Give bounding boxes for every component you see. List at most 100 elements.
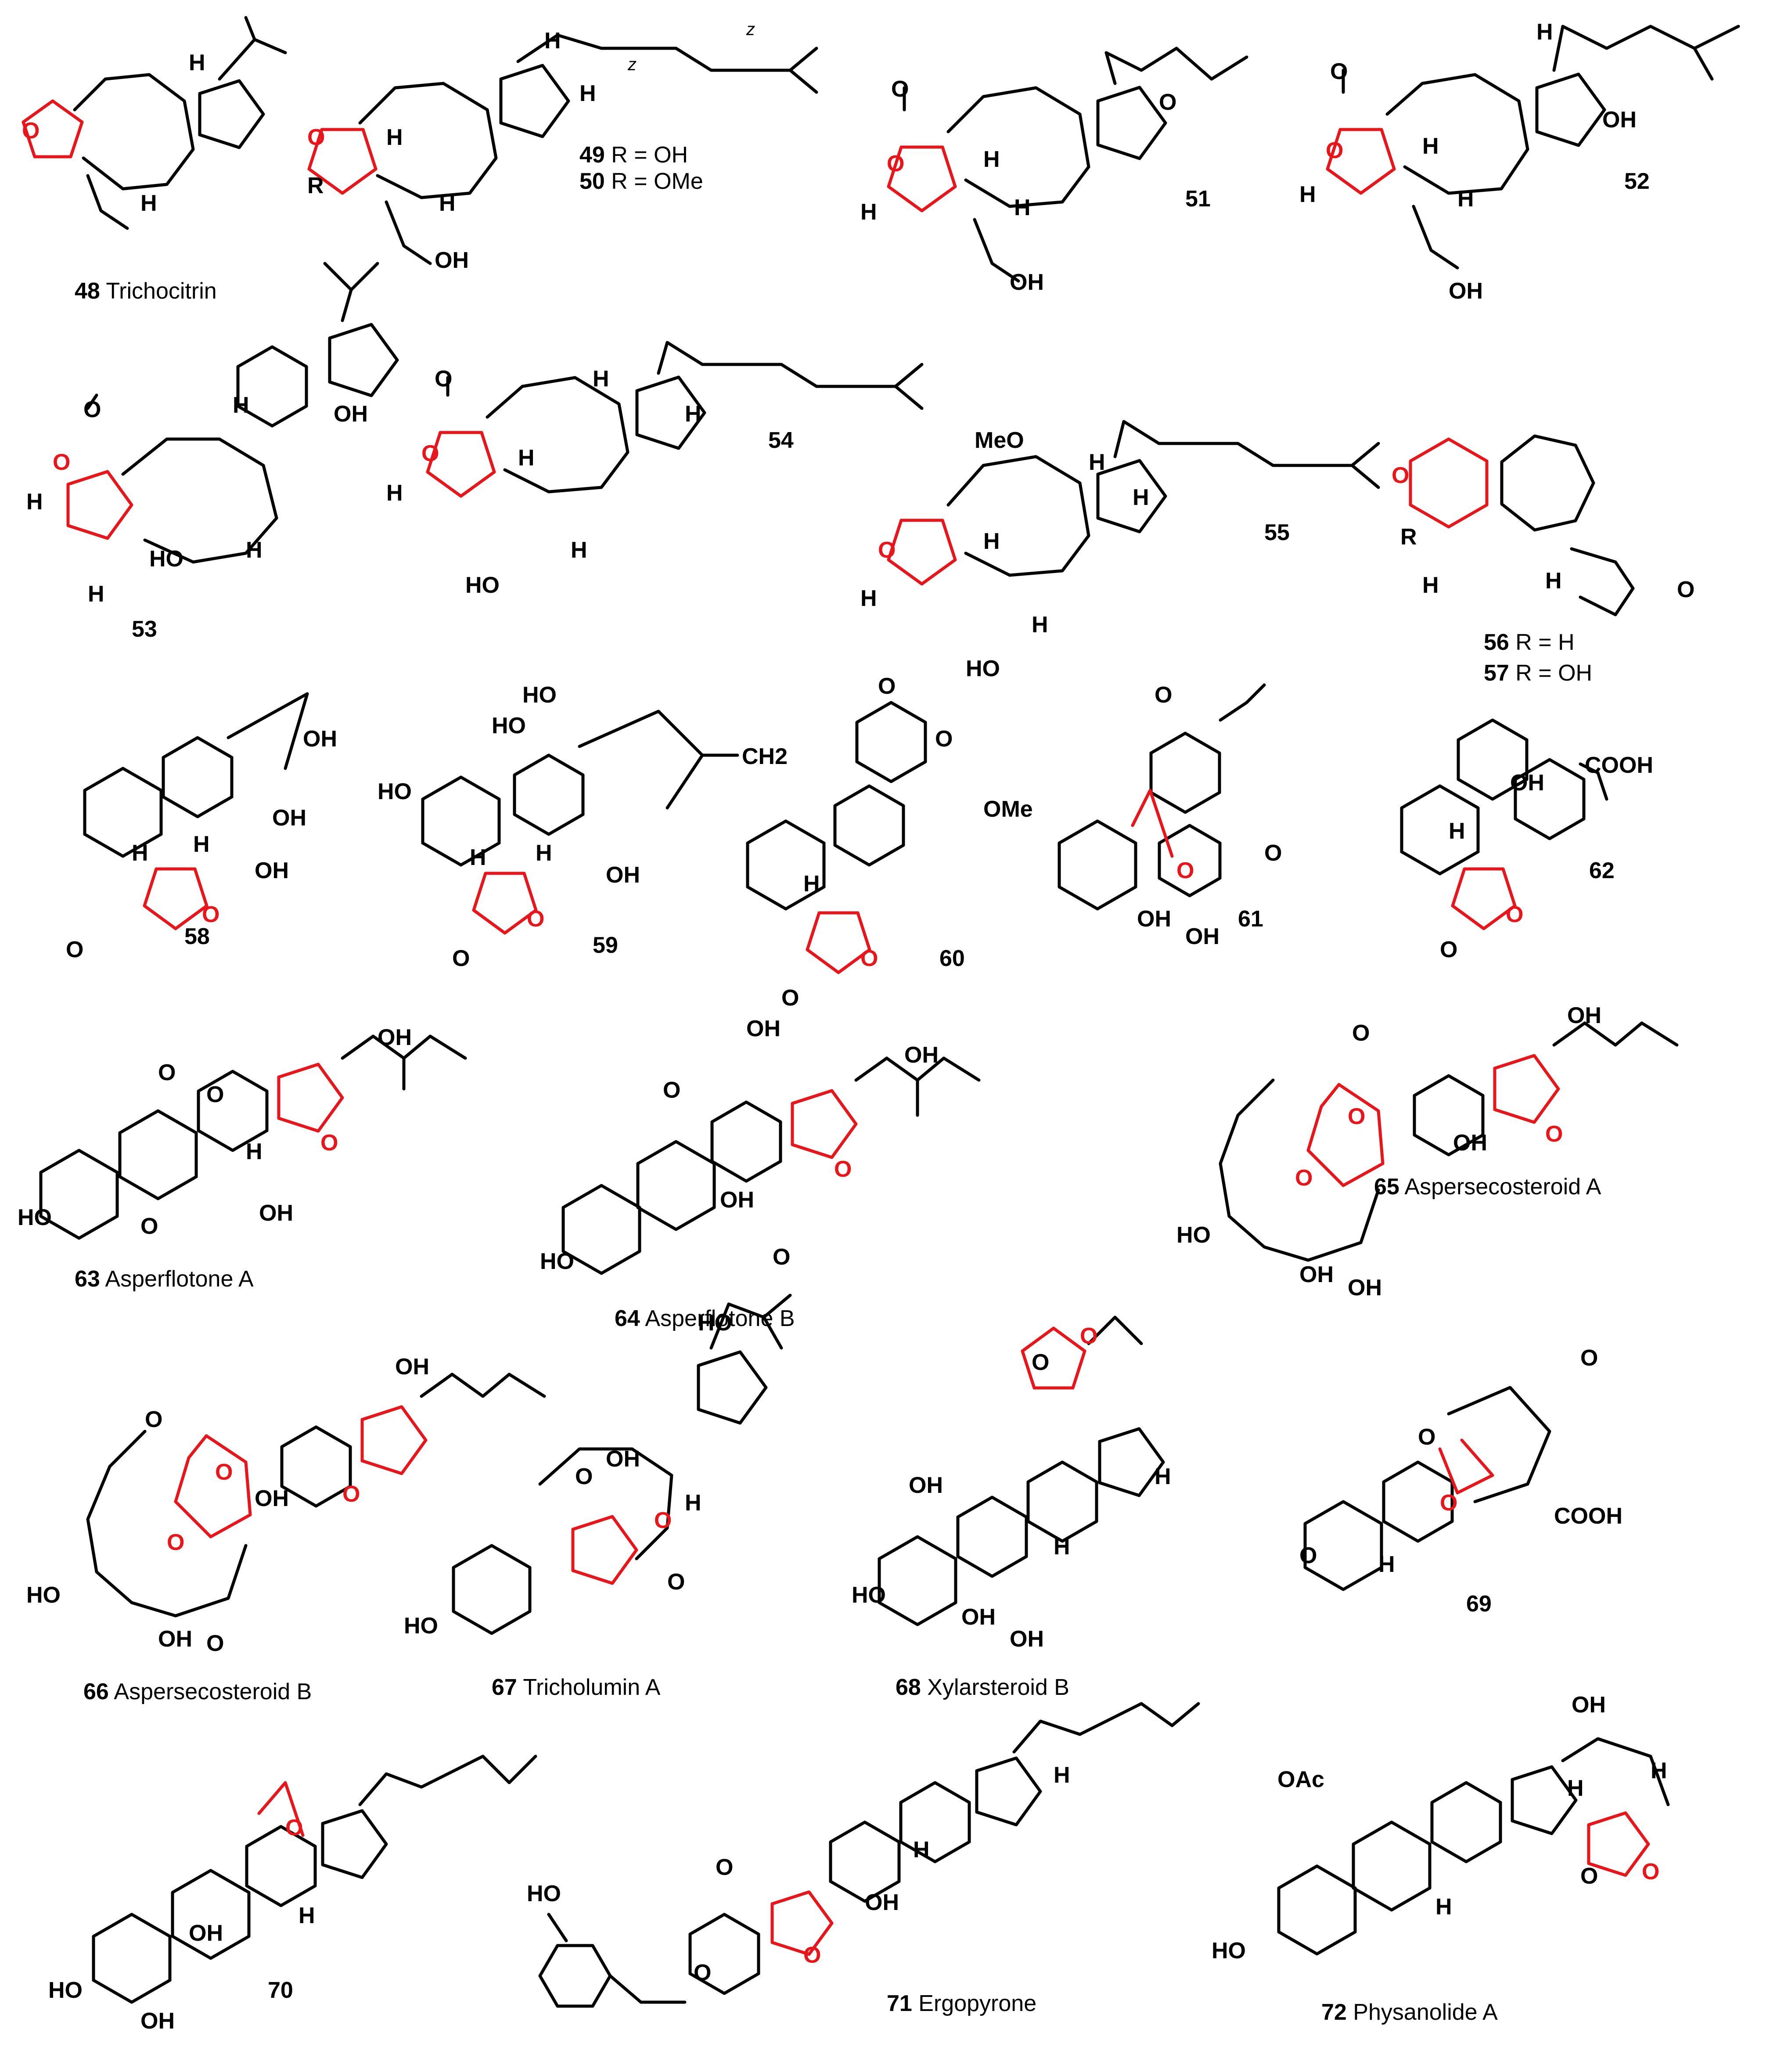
bond: [946, 455, 1090, 577]
caption-53: 53: [132, 616, 157, 642]
atom-label-oh: OH: [378, 1025, 412, 1050]
ring: [1352, 1820, 1432, 1912]
atom-label-o: O: [935, 726, 953, 752]
atom-label-o: O: [452, 946, 470, 971]
atom-label-o: O: [878, 674, 896, 699]
caption-number: 71: [887, 1991, 912, 2016]
ring: [1500, 434, 1595, 532]
furan-ring: [307, 128, 378, 195]
furan-ring: [360, 1405, 428, 1475]
atom-label-o: O: [83, 397, 101, 422]
atom-label-h: H: [983, 147, 1000, 172]
atom-label-oh: OH: [1010, 1626, 1044, 1652]
ring: [538, 1944, 612, 2008]
bond: [349, 262, 379, 292]
atom-label-o: O: [140, 1214, 158, 1239]
ring: [635, 375, 706, 450]
atom-label-oh: OH: [140, 2008, 175, 2034]
atom-label-ho: HO: [465, 573, 500, 598]
atom-label-h: H: [1457, 186, 1474, 212]
ring: [83, 767, 163, 858]
atom-label-o: O: [421, 441, 439, 466]
caption-49: 49 R = OH: [579, 142, 688, 168]
ring: [452, 1544, 532, 1635]
bond: [244, 16, 256, 41]
atom-label-o: O: [803, 1942, 821, 1968]
atom-label-o: O: [1545, 1121, 1563, 1147]
ring: [198, 79, 265, 149]
ring: [1457, 718, 1529, 801]
atom-label-oac: OAc: [1277, 1767, 1324, 1792]
atom-label-oh: OH: [1137, 906, 1171, 932]
atom-label-h: H: [1054, 1534, 1070, 1560]
ring: [236, 345, 308, 428]
atom-label-o: O: [694, 1960, 711, 1986]
atom-label-o: O: [202, 902, 219, 927]
atom-label-o: O: [1642, 1859, 1659, 1885]
caption-55: 55: [1264, 520, 1290, 545]
ring: [1096, 86, 1167, 160]
caption-56: 56 R = H: [1484, 630, 1575, 655]
atom-label-o: O: [1159, 90, 1176, 115]
atom-label-h: H: [685, 1490, 701, 1516]
caption-65: 65 Aspersecosteroid A: [1374, 1174, 1601, 1200]
atom-label-o: O: [307, 125, 325, 150]
atom-label-h: H: [1378, 1552, 1395, 1577]
atom-label-h: H: [1449, 818, 1465, 844]
ring: [280, 1425, 352, 1508]
furan-ring: [770, 1890, 834, 1956]
caption-number: 52: [1624, 169, 1650, 194]
bond: [516, 33, 818, 72]
atom-label-ho: HO: [492, 713, 526, 739]
atom-label-h: H: [571, 537, 587, 563]
z-label: z: [627, 55, 637, 74]
atom-label-h: H: [685, 401, 701, 427]
atom-label-h: H: [983, 529, 1000, 554]
atom-label-o: O: [1299, 1543, 1317, 1568]
ring: [1058, 819, 1137, 911]
caption-name: Physanolide A: [1347, 2000, 1498, 2025]
caption-64: 64 Asperflotone B: [615, 1306, 795, 1331]
bond: [1447, 1386, 1551, 1503]
bond: [420, 1373, 546, 1398]
atom-label-h: H: [132, 840, 148, 866]
caption-54: 54: [768, 428, 794, 453]
bond: [86, 1430, 248, 1618]
atom-label-ho: HO: [966, 656, 1000, 681]
bond: [1219, 1078, 1380, 1262]
atom-label-ome: OMe: [983, 796, 1033, 822]
oxa-bridge: [1306, 1083, 1385, 1187]
bond: [73, 73, 195, 191]
atom-label-h: H: [1014, 195, 1031, 220]
atom-label-ho: HO: [522, 682, 557, 708]
atom-label-h: H: [1422, 573, 1439, 598]
atom-label-h: H: [1422, 133, 1439, 159]
atom-label-oh: OH: [259, 1200, 293, 1226]
caption-name: R = OH: [1509, 660, 1592, 686]
lactone-ring: [1587, 1811, 1650, 1877]
atom-label-o: O: [1080, 1323, 1097, 1349]
lactone-ring: [66, 470, 133, 540]
ring: [1430, 1781, 1502, 1863]
caption-48: 48 Trichocitrin: [75, 278, 217, 304]
ring: [513, 753, 585, 836]
atom-label-o: O: [1506, 902, 1523, 927]
atom-label-o: O: [320, 1130, 338, 1156]
atom-label-oh: OH: [1510, 770, 1544, 796]
atom-label-o: O: [781, 985, 799, 1011]
furan-ring: [887, 519, 957, 586]
atom-label-o: O: [1295, 1165, 1313, 1191]
ring: [899, 1781, 971, 1863]
atom-label-o: O: [1440, 937, 1457, 962]
atom-label-o: O: [145, 1407, 162, 1432]
atom-label-o: O: [654, 1508, 672, 1533]
bond: [657, 341, 924, 388]
atom-label-h: H: [140, 191, 157, 216]
atom-label-o: O: [206, 1631, 224, 1656]
atom-label-cooh: COOH: [1554, 1503, 1622, 1529]
atom-label-o: O: [285, 1815, 303, 1841]
ring: [975, 1756, 1042, 1827]
bond: [894, 385, 924, 410]
furan-ring: [277, 1063, 344, 1133]
